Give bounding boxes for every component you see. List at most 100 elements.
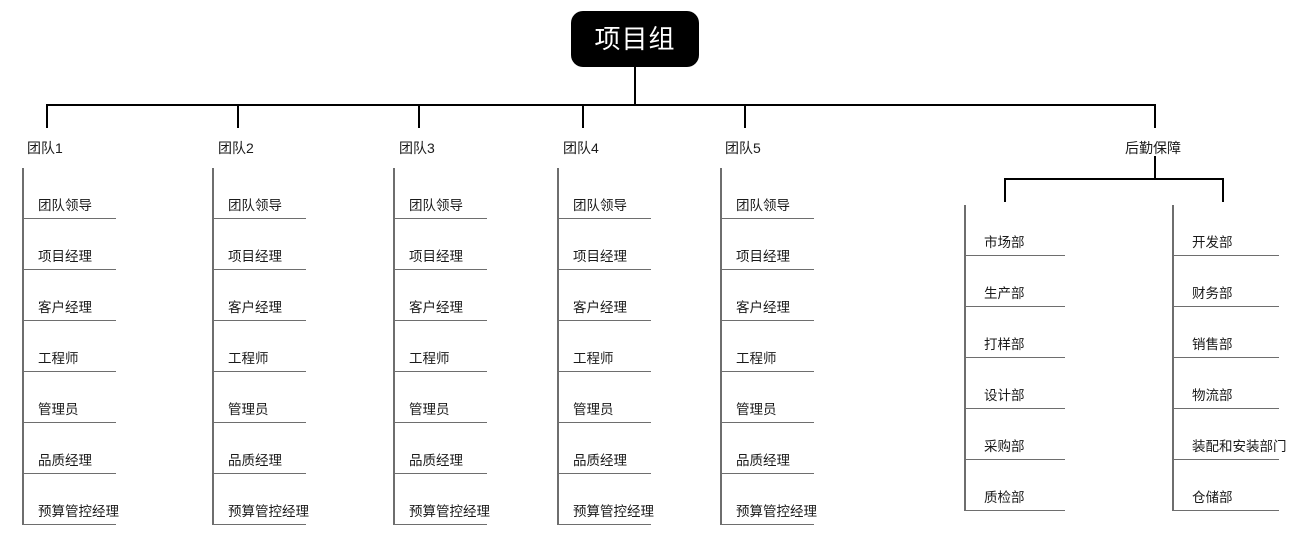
node-team-2-label: 团队2	[218, 140, 254, 156]
logistics-department-row[interactable]: 财务部	[1174, 256, 1279, 307]
team-5-member-label: 客户经理	[736, 299, 790, 315]
logistics-department-row[interactable]: 销售部	[1174, 307, 1279, 358]
team-4-member-row[interactable]: 管理员	[559, 372, 651, 423]
logistics-department-row[interactable]: 物流部	[1174, 358, 1279, 409]
node-team-4-label: 团队4	[563, 140, 599, 156]
team-3-member-list: 团队领导项目经理客户经理工程师管理员品质经理预算管控经理	[393, 168, 490, 525]
team-2-member-row[interactable]: 品质经理	[214, 423, 306, 474]
connector-drop-team-5	[744, 104, 746, 128]
node-team-3[interactable]: 团队3	[399, 141, 435, 155]
team-3-member-label: 预算管控经理	[409, 503, 490, 519]
logistics-department-row[interactable]: 设计部	[966, 358, 1065, 409]
team-5-member-label: 团队领导	[736, 197, 790, 213]
team-3-member-row[interactable]: 项目经理	[395, 219, 487, 270]
team-4-member-row[interactable]: 项目经理	[559, 219, 651, 270]
team-5-member-row[interactable]: 管理员	[722, 372, 814, 423]
team-4-member-label: 团队领导	[573, 197, 627, 213]
team-3-member-label: 团队领导	[409, 197, 463, 213]
team-4-member-label: 预算管控经理	[573, 503, 654, 519]
team-1-member-row[interactable]: 品质经理	[24, 423, 116, 474]
team-2-member-label: 团队领导	[228, 197, 282, 213]
logistics-department-row[interactable]: 市场部	[966, 205, 1065, 256]
connector-drop-logistics-col-2	[1222, 178, 1224, 202]
team-4-member-row[interactable]: 工程师	[559, 321, 651, 372]
team-3-member-row[interactable]: 工程师	[395, 321, 487, 372]
team-3-member-label: 品质经理	[409, 452, 463, 468]
connector-logistics-bus	[1004, 178, 1224, 180]
logistics-department-row[interactable]: 开发部	[1174, 205, 1279, 256]
team-5-member-row[interactable]: 项目经理	[722, 219, 814, 270]
connector-drop-team-1	[46, 104, 48, 128]
logistics-department-label: 采购部	[984, 438, 1025, 454]
node-team-3-label: 团队3	[399, 140, 435, 156]
team-3-member-row[interactable]: 客户经理	[395, 270, 487, 321]
logistics-department-row[interactable]: 采购部	[966, 409, 1065, 460]
team-3-member-row[interactable]: 团队领导	[395, 168, 487, 219]
team-3-member-row[interactable]: 品质经理	[395, 423, 487, 474]
team-5-member-row[interactable]: 客户经理	[722, 270, 814, 321]
team-4-member-label: 管理员	[573, 401, 614, 417]
team-2-member-label: 管理员	[228, 401, 269, 417]
team-5-member-row[interactable]: 团队领导	[722, 168, 814, 219]
team-1-member-label: 管理员	[38, 401, 79, 417]
team-4-member-label: 品质经理	[573, 452, 627, 468]
team-2-member-row[interactable]: 团队领导	[214, 168, 306, 219]
team-2-member-row[interactable]: 预算管控经理	[214, 474, 309, 525]
team-4-member-row[interactable]: 预算管控经理	[559, 474, 654, 525]
logistics-column-1-list: 市场部生产部打样部设计部采购部质检部	[964, 205, 1065, 511]
team-1-member-row[interactable]: 工程师	[24, 321, 116, 372]
node-team-1[interactable]: 团队1	[27, 141, 63, 155]
team-1-member-row[interactable]: 预算管控经理	[24, 474, 119, 525]
connector-logistics-stem	[1154, 156, 1156, 179]
root-node-project-group[interactable]: 项目组	[571, 11, 699, 67]
node-team-5[interactable]: 团队5	[725, 141, 761, 155]
team-5-member-label: 品质经理	[736, 452, 790, 468]
logistics-department-row[interactable]: 仓储部	[1174, 460, 1279, 511]
connector-drop-logistics-col-1	[1004, 178, 1006, 202]
team-2-member-row[interactable]: 项目经理	[214, 219, 306, 270]
connector-drop-logistics	[1154, 104, 1156, 128]
team-1-member-label: 工程师	[38, 350, 79, 366]
team-1-member-row[interactable]: 客户经理	[24, 270, 116, 321]
node-team-2[interactable]: 团队2	[218, 141, 254, 155]
team-1-member-label: 项目经理	[38, 248, 92, 264]
team-5-member-label: 工程师	[736, 350, 777, 366]
logistics-department-row[interactable]: 质检部	[966, 460, 1065, 511]
logistics-department-label: 市场部	[984, 234, 1025, 250]
team-3-member-label: 管理员	[409, 401, 450, 417]
team-5-member-list: 团队领导项目经理客户经理工程师管理员品质经理预算管控经理	[720, 168, 817, 525]
logistics-department-row[interactable]: 打样部	[966, 307, 1065, 358]
connector-main-bus	[46, 104, 1156, 106]
team-4-member-label: 项目经理	[573, 248, 627, 264]
connector-drop-team-4	[582, 104, 584, 128]
team-1-member-row[interactable]: 团队领导	[24, 168, 116, 219]
team-3-member-row[interactable]: 预算管控经理	[395, 474, 490, 525]
node-team-4[interactable]: 团队4	[563, 141, 599, 155]
team-5-member-label: 预算管控经理	[736, 503, 817, 519]
team-4-member-row[interactable]: 团队领导	[559, 168, 651, 219]
team-4-member-row[interactable]: 客户经理	[559, 270, 651, 321]
team-3-member-row[interactable]: 管理员	[395, 372, 487, 423]
team-1-member-row[interactable]: 项目经理	[24, 219, 116, 270]
team-3-member-label: 项目经理	[409, 248, 463, 264]
node-logistics[interactable]: 后勤保障	[1125, 141, 1181, 155]
team-1-member-label: 预算管控经理	[38, 503, 119, 519]
team-1-member-label: 品质经理	[38, 452, 92, 468]
team-5-member-row[interactable]: 工程师	[722, 321, 814, 372]
team-5-member-row[interactable]: 预算管控经理	[722, 474, 817, 525]
logistics-department-label: 质检部	[984, 489, 1025, 505]
team-4-member-row[interactable]: 品质经理	[559, 423, 651, 474]
logistics-department-row[interactable]: 生产部	[966, 256, 1065, 307]
team-3-member-label: 客户经理	[409, 299, 463, 315]
team-5-member-row[interactable]: 品质经理	[722, 423, 814, 474]
logistics-department-row[interactable]: 装配和安装部门	[1174, 409, 1287, 460]
team-2-member-row[interactable]: 客户经理	[214, 270, 306, 321]
team-2-member-row[interactable]: 工程师	[214, 321, 306, 372]
node-team-5-label: 团队5	[725, 140, 761, 156]
logistics-department-label: 销售部	[1192, 336, 1233, 352]
logistics-department-label: 设计部	[984, 387, 1025, 403]
team-2-member-row[interactable]: 管理员	[214, 372, 306, 423]
connector-drop-team-3	[418, 104, 420, 128]
team-1-member-row[interactable]: 管理员	[24, 372, 116, 423]
